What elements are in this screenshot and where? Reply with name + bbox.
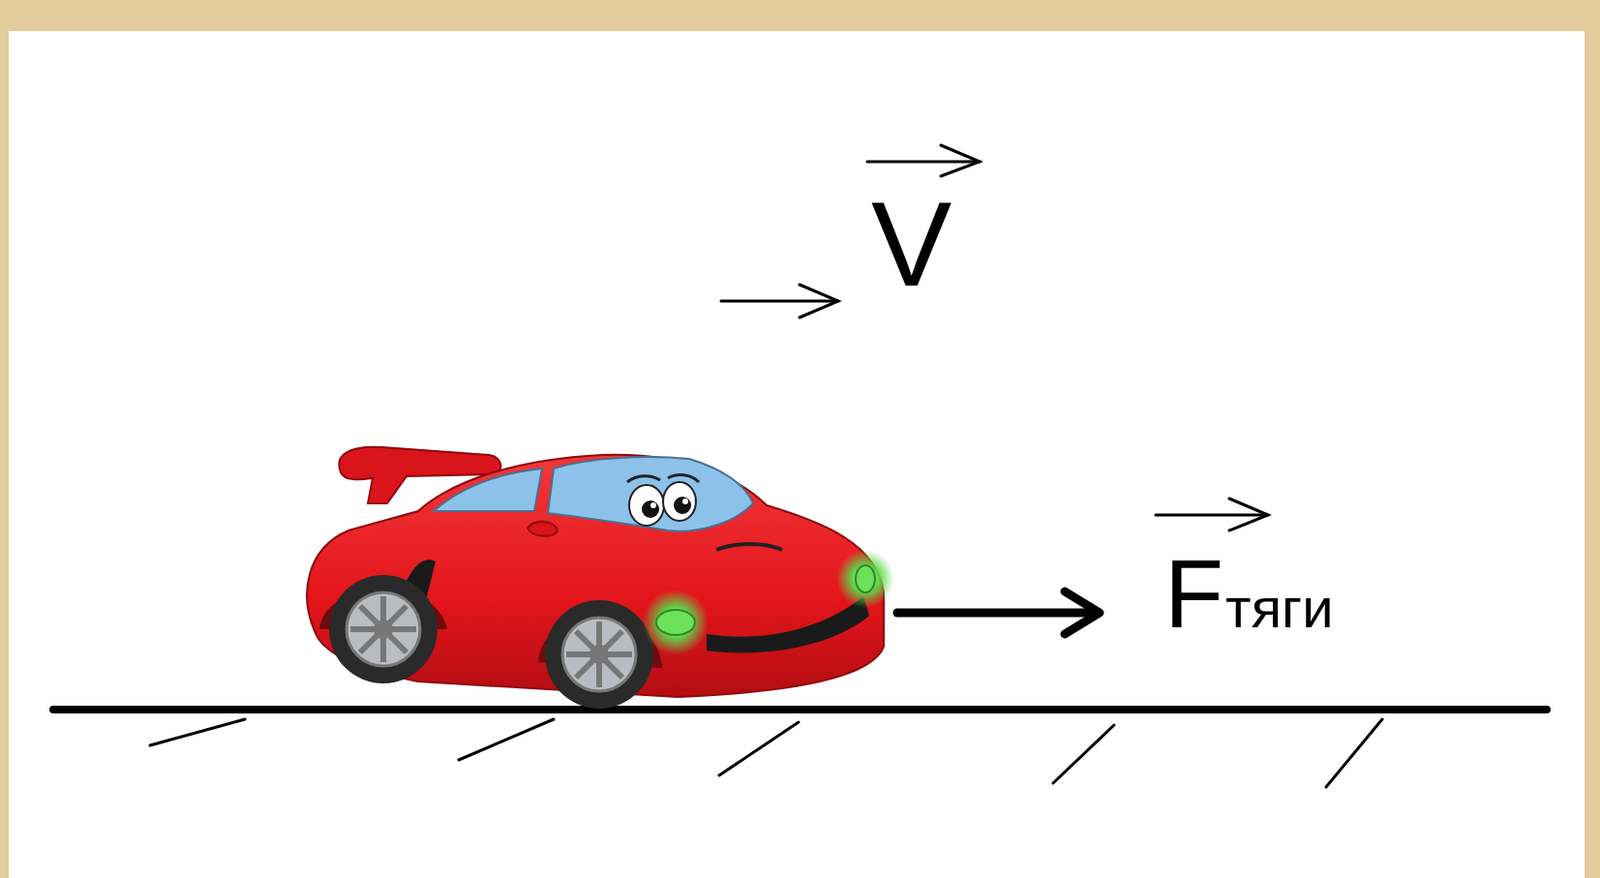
velocity-symbol: V: [871, 182, 952, 304]
vector-arrows: [721, 145, 1268, 531]
ground: [53, 709, 1547, 787]
force-subscript: тяги: [1225, 579, 1334, 636]
car-illustration: [306, 447, 895, 709]
force-arrow: [897, 591, 1100, 634]
white-ground: [8, 30, 1585, 878]
force-symbol: F: [1164, 544, 1224, 642]
